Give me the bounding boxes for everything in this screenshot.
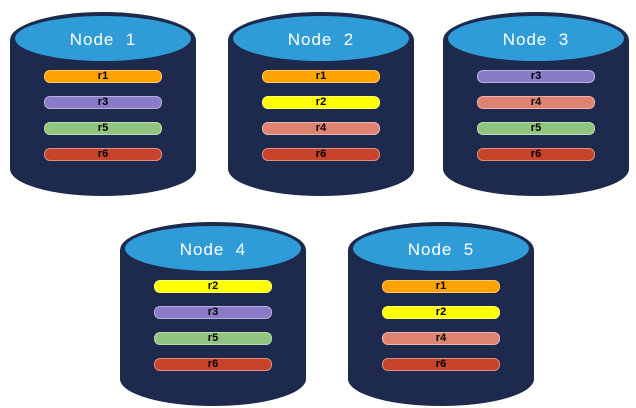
replica-label: r2 xyxy=(435,306,447,318)
replica-bar: r6 xyxy=(44,148,162,161)
cylinder-cap-ellipse: Node 1 xyxy=(13,14,193,63)
replica-bar-list: r1 r2 r4 r6 xyxy=(228,70,414,161)
node-cylinder: Node 5 r1 r2 r4 r6 xyxy=(348,222,534,406)
replica-bar: r6 xyxy=(154,358,272,371)
replica-label: r2 xyxy=(315,96,327,108)
replica-label: r6 xyxy=(207,358,219,370)
replica-label: r3 xyxy=(530,70,542,82)
replica-bar: r6 xyxy=(262,148,380,161)
cylinder-cap-ellipse: Node 3 xyxy=(446,14,626,63)
replica-bar: r2 xyxy=(262,96,380,109)
replica-label: r6 xyxy=(315,148,327,160)
replica-bar: r4 xyxy=(382,332,500,345)
node-cylinder: Node 2 r1 r2 r4 r6 xyxy=(228,12,414,196)
replica-bar-list: r1 r3 r5 r6 xyxy=(10,70,196,161)
replica-label: r5 xyxy=(97,122,109,134)
replica-bar: r2 xyxy=(154,280,272,293)
node-cylinder: Node 1 r1 r3 r5 r6 xyxy=(10,12,196,196)
replica-bar: r3 xyxy=(44,96,162,109)
replica-label: r3 xyxy=(97,96,109,108)
replica-bar: r6 xyxy=(382,358,500,371)
replica-label: r6 xyxy=(530,148,542,160)
node-title: Node 5 xyxy=(407,239,475,259)
node-title: Node 3 xyxy=(502,29,570,49)
node-cylinder: Node 4 r2 r3 r5 r6 xyxy=(120,222,306,406)
node-title: Node 1 xyxy=(69,29,137,49)
replica-bar: r3 xyxy=(154,306,272,319)
replica-label: r2 xyxy=(207,280,219,292)
replica-bar: r1 xyxy=(382,280,500,293)
cylinder-cap-ellipse: Node 5 xyxy=(351,224,531,273)
node-cylinder: Node 3 r3 r4 r5 r6 xyxy=(443,12,629,196)
replica-label: r3 xyxy=(207,306,219,318)
replica-bar: r5 xyxy=(44,122,162,135)
cylinder-cap-ellipse: Node 4 xyxy=(123,224,303,273)
replica-label: r1 xyxy=(315,70,327,82)
replica-bar: r4 xyxy=(477,96,595,109)
replica-label: r5 xyxy=(530,122,542,134)
replica-bar: r1 xyxy=(44,70,162,83)
replica-bar: r5 xyxy=(477,122,595,135)
node-title: Node 2 xyxy=(287,29,355,49)
replica-label: r5 xyxy=(207,332,219,344)
replica-bar-list: r3 r4 r5 r6 xyxy=(443,70,629,161)
cylinder-cap-ellipse: Node 2 xyxy=(231,14,411,63)
replica-label: r1 xyxy=(97,70,109,82)
replica-label: r4 xyxy=(435,332,447,344)
replica-label: r4 xyxy=(530,96,542,108)
replica-bar: r5 xyxy=(154,332,272,345)
replica-bar: r6 xyxy=(477,148,595,161)
replica-bar-list: r1 r2 r4 r6 xyxy=(348,280,534,371)
node-title: Node 4 xyxy=(179,239,247,259)
replica-bar-list: r2 r3 r5 r6 xyxy=(120,280,306,371)
replica-bar: r4 xyxy=(262,122,380,135)
replica-bar: r1 xyxy=(262,70,380,83)
replica-label: r6 xyxy=(97,148,109,160)
replica-label: r1 xyxy=(435,280,447,292)
replica-label: r6 xyxy=(435,358,447,370)
replica-bar: r2 xyxy=(382,306,500,319)
replica-bar: r3 xyxy=(477,70,595,83)
replica-label: r4 xyxy=(315,122,327,134)
